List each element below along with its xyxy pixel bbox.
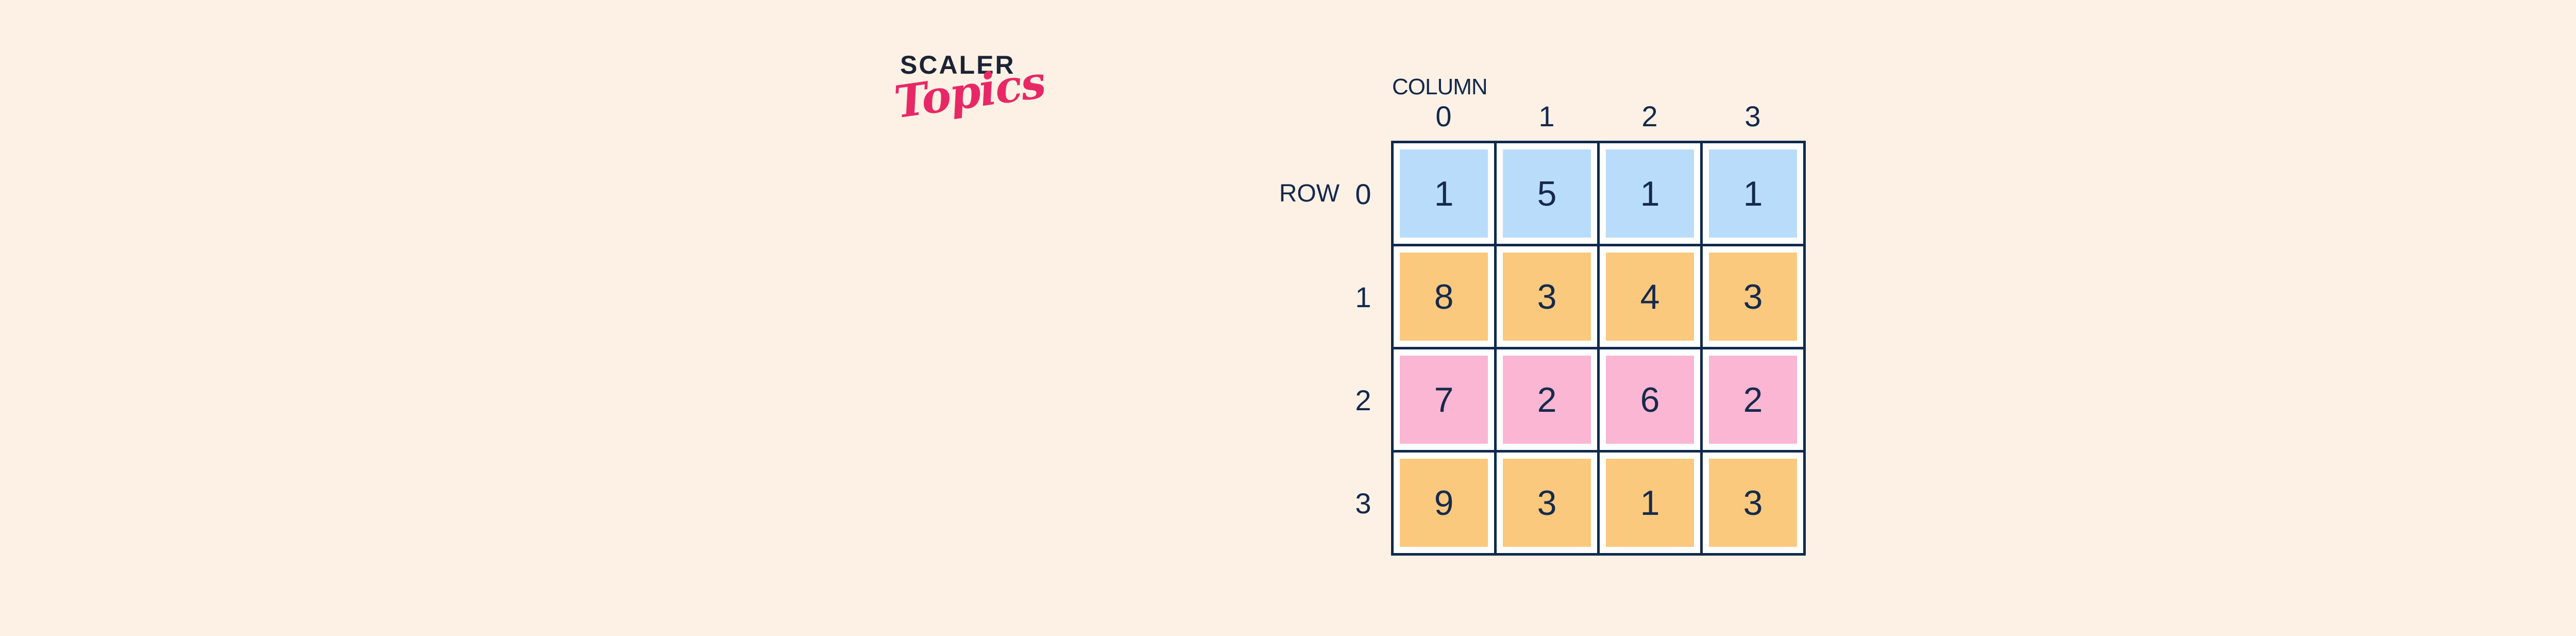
matrix-cell-value: 5 bbox=[1503, 149, 1591, 238]
matrix-cell-r0c2: 1 bbox=[1600, 143, 1700, 244]
matrix-cell-value: 1 bbox=[1400, 149, 1488, 238]
matrix-cell-r2c3: 2 bbox=[1703, 349, 1803, 450]
row-index-1: 1 bbox=[1355, 280, 1371, 313]
matrix-cell-r2c0: 7 bbox=[1394, 349, 1494, 450]
matrix-cell-value: 3 bbox=[1503, 459, 1591, 547]
matrix-cell-r0c0: 1 bbox=[1394, 143, 1494, 244]
matrix-cell-value: 7 bbox=[1400, 356, 1488, 444]
matrix-cell-r0c3: 1 bbox=[1703, 143, 1803, 244]
matrix-cell-r0c1: 5 bbox=[1497, 143, 1597, 244]
logo-brand-text: SCALER bbox=[900, 51, 1015, 79]
matrix-cell-value: 8 bbox=[1400, 253, 1488, 341]
row-index-2: 2 bbox=[1355, 383, 1371, 416]
matrix-cell-value: 4 bbox=[1606, 253, 1694, 341]
matrix-cell-r3c0: 9 bbox=[1394, 453, 1494, 553]
column-index-3: 3 bbox=[1744, 100, 1761, 132]
matrix-cell-r1c3: 3 bbox=[1703, 246, 1803, 347]
row-index-3: 3 bbox=[1355, 487, 1371, 520]
matrix-cell-value: 1 bbox=[1606, 459, 1694, 547]
matrix-cell-r1c2: 4 bbox=[1600, 246, 1700, 347]
column-axis-label: COLUMN bbox=[1392, 74, 1488, 99]
matrix-cell-r3c2: 1 bbox=[1600, 453, 1700, 553]
matrix-cell-r3c3: 3 bbox=[1703, 453, 1803, 553]
matrix-cell-value: 6 bbox=[1606, 356, 1694, 444]
matrix-cell-value: 3 bbox=[1503, 253, 1591, 341]
matrix-cell-value: 3 bbox=[1709, 459, 1797, 547]
matrix-cell-r2c1: 2 bbox=[1497, 349, 1597, 450]
matrix-cell-value: 1 bbox=[1606, 149, 1694, 238]
matrix-cell-value: 3 bbox=[1709, 253, 1797, 341]
column-index-1: 1 bbox=[1538, 100, 1555, 132]
row-axis-label: ROW bbox=[1279, 180, 1340, 207]
matrix-cell-r3c1: 3 bbox=[1497, 453, 1597, 553]
row-indices: 0 1 2 3 bbox=[1348, 142, 1379, 555]
matrix-cell-value: 9 bbox=[1400, 459, 1488, 547]
row-index-0: 0 bbox=[1355, 177, 1371, 210]
matrix-cell-r2c2: 6 bbox=[1600, 349, 1700, 450]
matrix-cell-r1c1: 3 bbox=[1497, 246, 1597, 347]
column-indices: 0 1 2 3 bbox=[1392, 102, 1804, 131]
matrix-cell-r1c0: 8 bbox=[1394, 246, 1494, 347]
matrix-cell-value: 1 bbox=[1709, 149, 1797, 238]
matrix-cell-value: 2 bbox=[1709, 356, 1797, 444]
column-index-0: 0 bbox=[1435, 100, 1452, 132]
matrix-cell-value: 2 bbox=[1503, 356, 1591, 444]
column-index-2: 2 bbox=[1641, 100, 1658, 132]
